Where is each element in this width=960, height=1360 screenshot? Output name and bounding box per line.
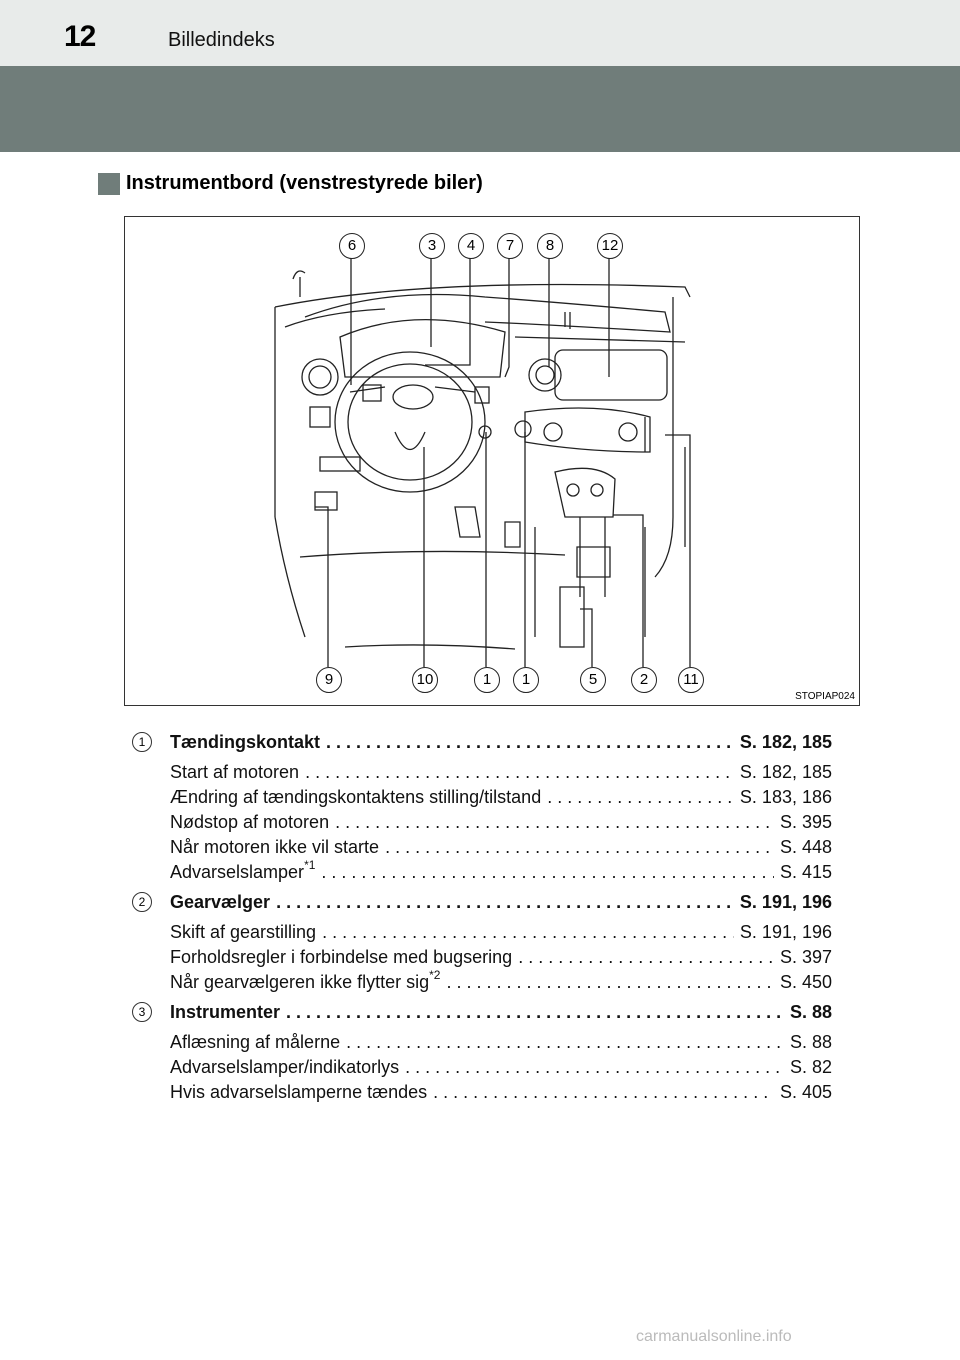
- sub-entry: Forholdsregler i forbindelse med bugseri…: [170, 940, 832, 967]
- page-reference: S. 183, 186: [739, 787, 832, 807]
- callout-top-5: 8: [537, 233, 563, 259]
- callout-bottom-6: 2: [631, 667, 657, 693]
- sub-entry: Når motoren ikke vil starte S. 448: [170, 830, 832, 857]
- page-reference: S. 88: [789, 1032, 832, 1052]
- leader-dots: [326, 730, 734, 755]
- callout-top-1: 6: [339, 233, 365, 259]
- callout-bottom-7: 11: [678, 667, 704, 693]
- page-reference: S. 405: [779, 1082, 832, 1102]
- sub-entry: Advarselslamper/indikatorlys S. 82: [170, 1050, 832, 1077]
- callout-bottom-3: 1: [474, 667, 500, 693]
- leader-dots: [276, 890, 734, 915]
- entry-heading-text: Tændingskontakt: [170, 732, 321, 752]
- leader-dots: [405, 1055, 784, 1080]
- sub-entry-text: Ændring af tændingskontaktens stilling/t…: [170, 787, 542, 807]
- callout-top-2: 3: [419, 233, 445, 259]
- sub-entry: Hvis advarselslamperne tændes S. 405: [170, 1075, 832, 1102]
- sub-entry-text: Start af motoren: [170, 762, 300, 782]
- leader-dots: [286, 1000, 784, 1025]
- leader-dots: [446, 970, 774, 995]
- sub-entry-text: Skift af gearstilling: [170, 922, 317, 942]
- dashboard-drawing: [274, 257, 691, 667]
- sub-entry-text: Forholdsregler i forbindelse med bugseri…: [170, 947, 513, 967]
- figure-code: STOPIAP024: [795, 691, 855, 702]
- section-title: Instrumentbord (venstrestyrede biler): [126, 172, 483, 194]
- page-reference: S. 395: [779, 812, 832, 832]
- page-reference: S. 397: [779, 947, 832, 967]
- entry-1: 1 Tændingskontakt S. 182, 185 Start af mo…: [132, 730, 832, 882]
- leader-dots: [335, 810, 774, 835]
- sub-entry: Nødstop af motoren S. 395: [170, 805, 832, 832]
- sub-entry-text: Hvis advarselslamperne tændes: [170, 1082, 428, 1102]
- leader-dots: [385, 835, 774, 860]
- page-reference: S. 448: [779, 837, 832, 857]
- page-reference: S. 191, 196: [739, 922, 832, 942]
- page-number: 12: [64, 20, 96, 53]
- entry-heading-text: Gearvælger: [170, 892, 271, 912]
- page-reference: S. 191, 196: [739, 892, 832, 912]
- entry-2: 2 Gearvælger S. 191, 196 Skift af gearsti…: [132, 890, 832, 992]
- entry-heading: Instrumenter S. 88: [170, 1000, 832, 1025]
- leader-dots: [547, 785, 734, 810]
- sub-entry-text: Nødstop af motoren: [170, 812, 330, 832]
- entry-number: 2: [132, 892, 152, 912]
- watermark: carmanualsonline.info: [636, 1328, 792, 1345]
- callout-bottom-1: 9: [316, 667, 342, 693]
- callout-bottom-4: 1: [513, 667, 539, 693]
- page-reference: S. 182, 185: [739, 732, 832, 752]
- sub-entry-text: Når motoren ikke vil starte: [170, 837, 380, 857]
- leader-dots: [346, 1030, 784, 1055]
- callout-top-3: 4: [458, 233, 484, 259]
- page-reference: S. 82: [789, 1057, 832, 1077]
- sub-entry: Advarselslamper*1 S. 415: [170, 855, 832, 882]
- section-heading: Instrumentbord (venstrestyrede biler): [98, 172, 483, 195]
- callout-top-6: 12: [597, 233, 623, 259]
- entry-number: 1: [132, 732, 152, 752]
- page-reference: S. 415: [779, 862, 832, 882]
- sub-entry: Aflæsning af målerne S. 88: [170, 1025, 832, 1052]
- sub-entry-text: Aflæsning af målerne: [170, 1032, 341, 1052]
- sub-entry: Når gearvælgeren ikke flytter sig*2 S. 45…: [170, 965, 832, 992]
- page-reference: S. 450: [779, 972, 832, 992]
- section-marker-icon: [98, 172, 120, 195]
- sub-entry-text: Advarselslamper*1: [170, 858, 316, 882]
- entry-heading: Tændingskontakt S. 182, 185: [170, 730, 832, 755]
- entry-heading: Gearvælger S. 191, 196: [170, 890, 832, 915]
- running-title: Billedindeks: [168, 29, 275, 51]
- dashboard-illustration: 6 3 4 7 8 12 9 10 1 1 5 2 11 STOPIAP024: [124, 216, 860, 706]
- callout-bottom-5: 5: [580, 667, 606, 693]
- leader-dots: [518, 945, 774, 970]
- page-reference: S. 182, 185: [739, 762, 832, 782]
- sub-entry: Skift af gearstilling S. 191, 196: [170, 915, 832, 942]
- sub-entry-text: Advarselslamper/indikatorlys: [170, 1057, 400, 1077]
- page-reference: S. 88: [789, 1002, 832, 1022]
- entry-list: 1 Tændingskontakt S. 182, 185 Start af mo…: [132, 730, 832, 1110]
- header-strip: [0, 0, 960, 66]
- sub-entry: Ændring af tændingskontaktens stilling/t…: [170, 780, 832, 807]
- leader-dots: [433, 1080, 774, 1105]
- sub-entry-text: Når gearvælgeren ikke flytter sig*2: [170, 968, 441, 992]
- header-band: [0, 66, 960, 152]
- sub-entry: Start af motoren S. 182, 185: [170, 755, 832, 782]
- callout-top-4: 7: [497, 233, 523, 259]
- entry-number: 3: [132, 1002, 152, 1022]
- leader-dots: [321, 860, 774, 885]
- callout-bottom-2: 10: [412, 667, 438, 693]
- entry-3: 3 Instrumenter S. 88 Aflæsning af målerne…: [132, 1000, 832, 1102]
- entry-heading-text: Instrumenter: [170, 1002, 281, 1022]
